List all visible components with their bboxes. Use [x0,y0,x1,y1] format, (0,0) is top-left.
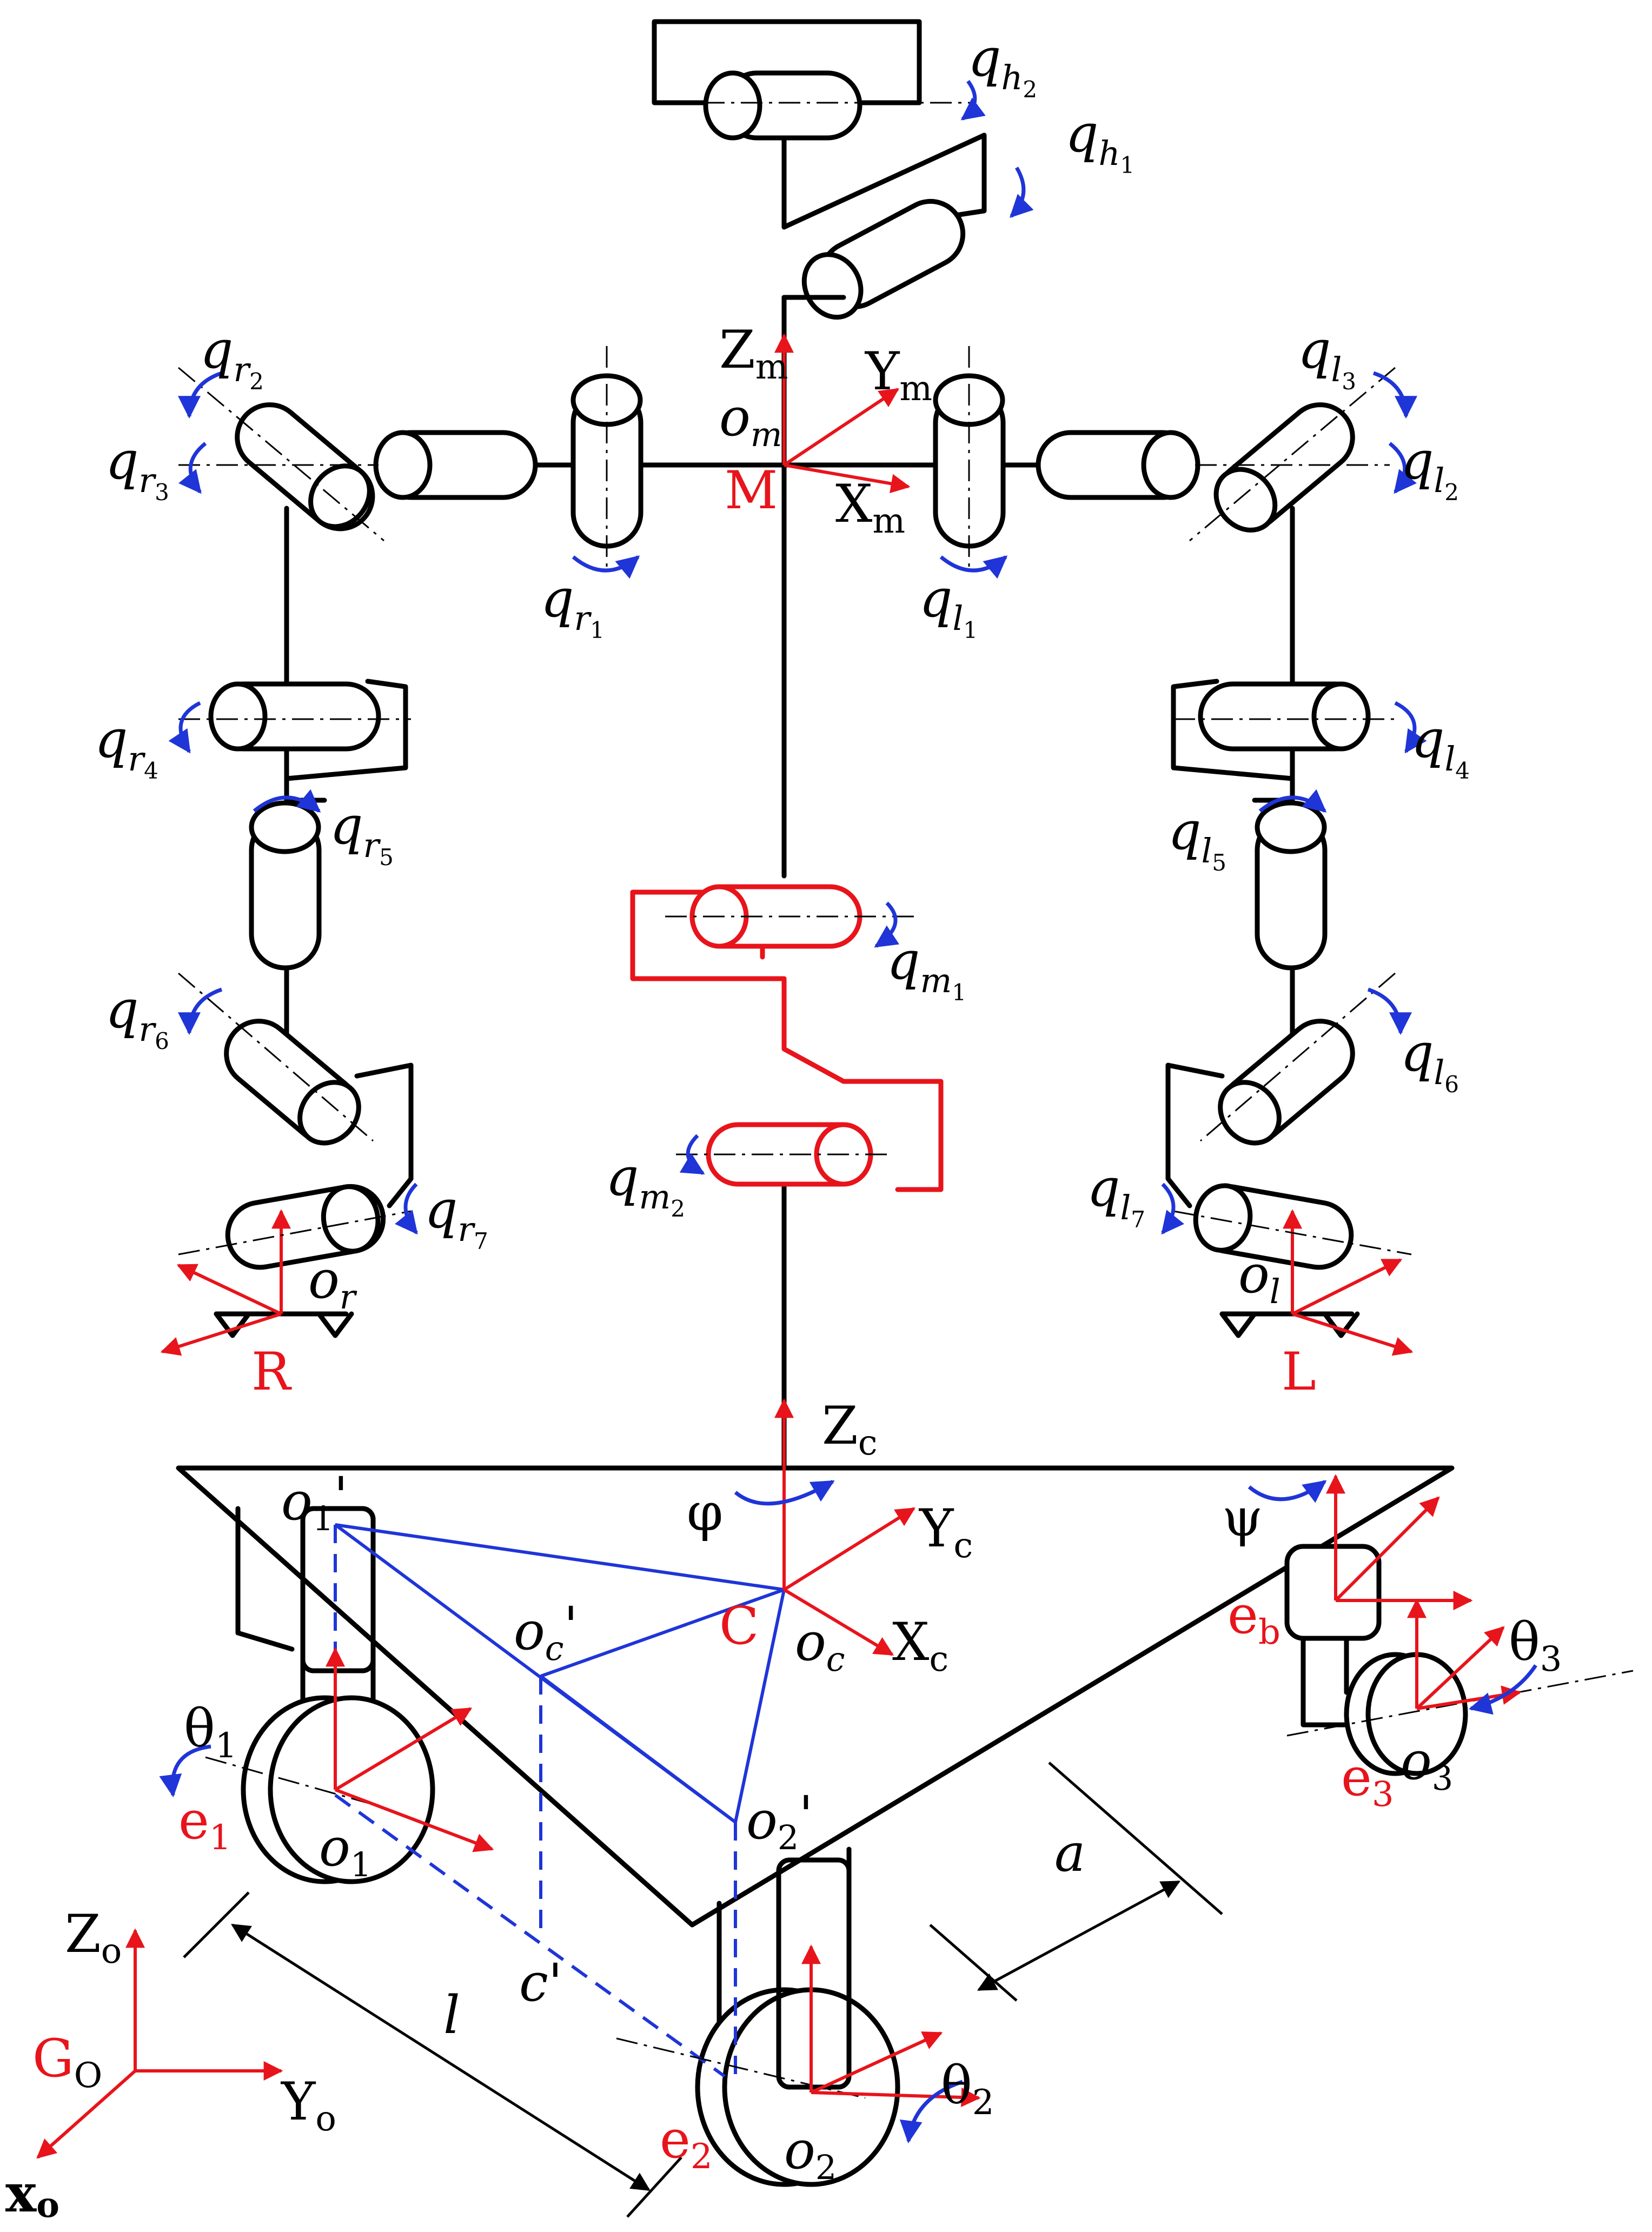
label-theta3: θ3 [1509,1612,1562,1679]
frame-C [774,1398,916,1656]
label-q-l2: ql2 [1401,430,1459,506]
label-e2: e2 [660,2109,713,2177]
label-o3: o3 [1401,1731,1453,1798]
label-Zm: Zm [719,320,788,387]
label-phi: φ [687,1482,723,1543]
frame-wheel-1 [326,1647,494,1852]
label-e1: e1 [178,1790,231,1858]
label-Go: GO [32,2028,102,2096]
label-eb: eb [1228,1585,1281,1652]
label-Yo: Yo [280,2071,336,2139]
head-joint-h2 [703,70,863,141]
label-C: C [719,1596,759,1656]
frame-M [774,333,911,494]
left-joint-l4 [1171,679,1371,803]
head-link [781,132,987,230]
label-q-r5: qr5 [330,795,394,871]
label-Xc: Xc [892,1612,948,1679]
label-q-h1: qh1 [1065,103,1134,178]
label-M: M [725,460,778,521]
label-q-r6: qr6 [105,979,169,1054]
label-Xm: Xm [835,474,905,541]
label-o2-prime: o2' [746,1785,813,1857]
label-o1: o1 [319,1817,371,1884]
right-joint-r7 [225,1184,386,1270]
label-ol: ol [1238,1244,1281,1311]
label-c-prime: c' [519,1952,562,2013]
left-joint-l5 [1255,800,1328,971]
dimension-l [183,1891,682,2218]
label-q-l6: ql6 [1401,1022,1459,1098]
label-theta1: θ1 [184,1698,237,1766]
label-q-m2: qm2 [606,1147,685,1222]
rotation-arrows [159,79,1537,2144]
label-o2: o2 [784,2120,837,2187]
label-o1-prime: o1' [281,1466,348,1538]
label-oc: oc [795,1612,845,1679]
base-triangle [176,1465,1455,1928]
label-q-m1: qm1 [887,931,966,1006]
label-q-l4: ql4 [1411,709,1470,784]
label-q-r4: qr4 [95,709,158,784]
frame-global-G [36,1928,283,2159]
label-q-r3: qr3 [105,430,169,506]
label-Yc: Yc [918,1498,973,1566]
label-oc-prime: oc' [514,1596,578,1668]
label-q-h2: qh2 [968,28,1037,103]
labels: qh2 qh1 Zm Ym om M Xm qr2 qr3 qr1 qr4 qr… [5,28,1562,2226]
mobile-base [176,1465,1468,2187]
frame-wheel-2 [801,1944,981,2107]
label-q-r7: qr7 [424,1179,488,1254]
label-Xo: xo [5,2163,59,2226]
head-joint-h1 [801,198,966,320]
label-theta2: θ2 [941,2055,994,2123]
label-om: om [719,387,782,454]
left-joint-l2 [1213,402,1355,533]
right-joint-link [373,430,538,500]
right-joint-r4 [208,679,408,803]
label-q-r1: qr1 [541,568,605,643]
left-joint-l7 [1193,1183,1354,1270]
label-L: L [1282,1341,1316,1402]
left-joint-l6 [1218,1019,1355,1146]
frame-base-caster [1326,1474,1473,1610]
label-Ym: Ym [864,341,932,409]
right-joint-r6 [224,1019,361,1146]
wheel-3 [1284,1544,1468,1776]
label-Zc: Zc [822,1396,878,1463]
right-joint-r5 [249,800,322,971]
axes-dashdot [178,102,1634,2099]
label-q-r2: qr2 [200,320,264,395]
label-dim-a: a [1054,1823,1085,1883]
label-q-l7: ql7 [1087,1158,1145,1233]
label-R: R [251,1341,292,1402]
label-q-l3: ql3 [1298,320,1356,395]
label-dim-l: l [443,1985,460,2045]
right-joint-r2 [235,402,375,532]
dimension-a [929,1762,1223,2002]
label-q-l1: ql1 [919,568,978,643]
left-arm [933,373,1414,1356]
geometry-triangle [334,1523,786,1825]
label-e3: e3 [1341,1747,1394,1815]
label-Zo: Zo [65,1904,122,1971]
right-arm [160,373,643,1356]
label-psi: ψ [1222,1487,1263,1548]
frame-wheel-3 [1407,1598,1522,1710]
label-or: or [308,1250,357,1317]
left-joint-link [1036,430,1200,500]
label-q-l5: ql5 [1168,801,1226,876]
head [652,19,987,327]
